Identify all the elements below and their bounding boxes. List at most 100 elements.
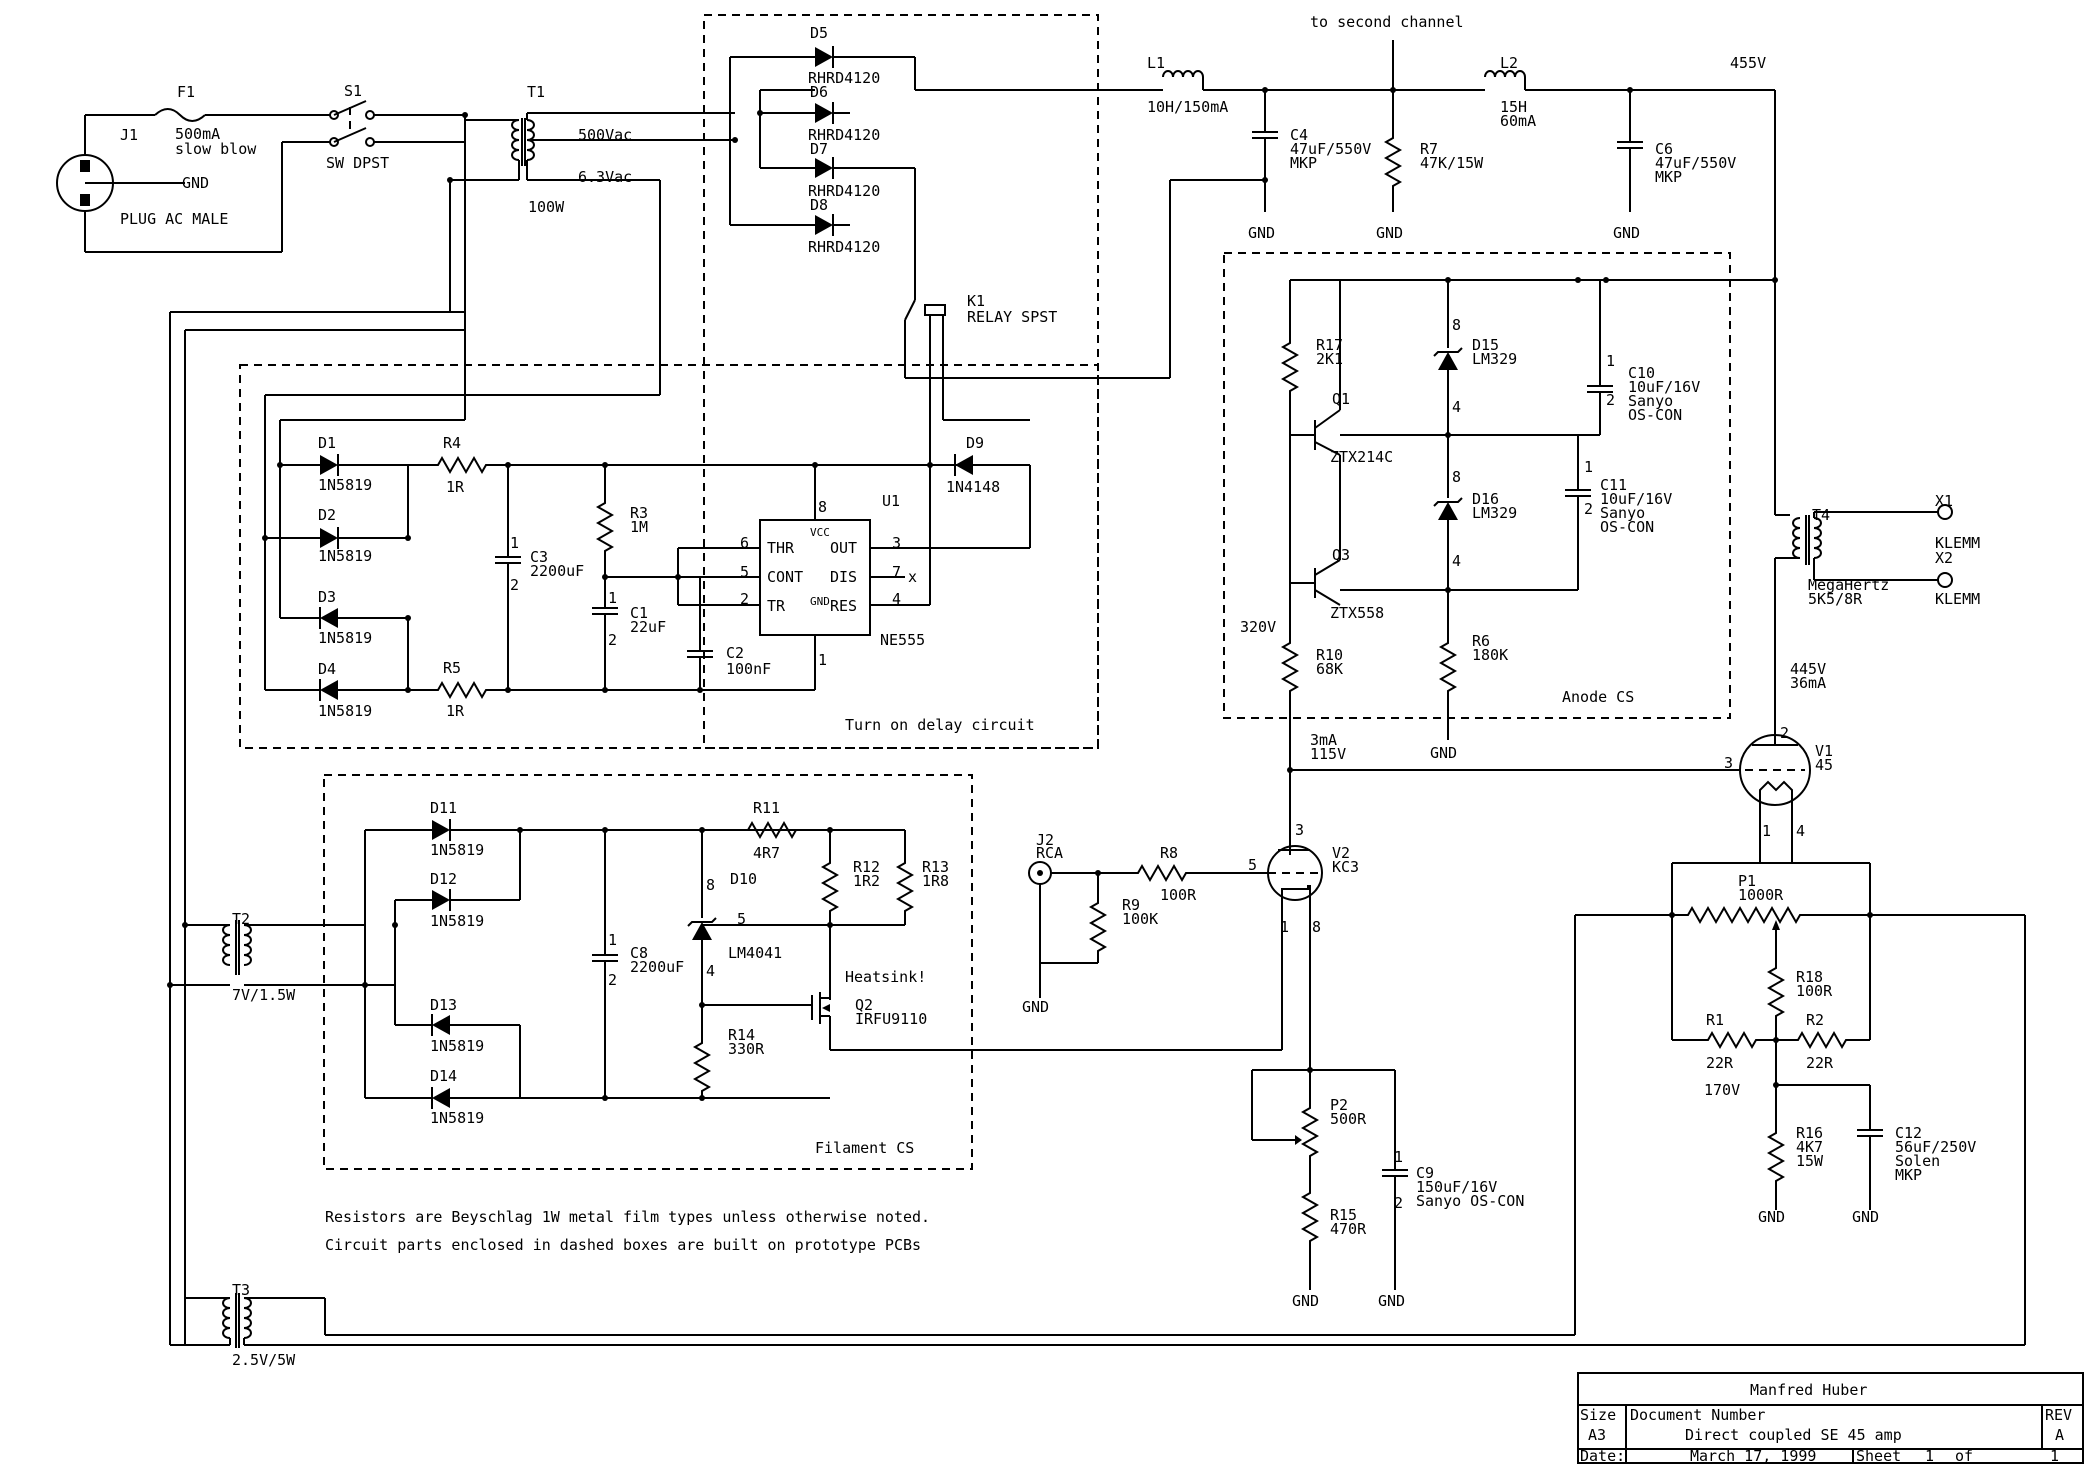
- j1-gnd-label: GND: [182, 174, 209, 192]
- p2-label: P2: [1330, 1096, 1348, 1114]
- c3-minus: 2: [510, 576, 519, 594]
- d4-label: D4: [318, 660, 336, 678]
- c8-value: 2200uF: [630, 958, 684, 976]
- v1-pin1: 1: [1762, 822, 1771, 840]
- r6-gnd: GND: [1430, 744, 1457, 762]
- u1-pin-out: OUT: [830, 539, 857, 557]
- c1-value: 22uF: [630, 618, 666, 636]
- r11-label: R11: [753, 799, 780, 817]
- fuse-f1: [154, 108, 330, 122]
- plug-j1: [56, 114, 330, 253]
- c6-gnd: GND: [1613, 224, 1640, 242]
- title-date: March 17, 1999: [1690, 1447, 1816, 1465]
- c9-label: C9: [1416, 1164, 1434, 1182]
- c6-type: MKP: [1655, 168, 1682, 186]
- s1-label: S1: [344, 82, 362, 100]
- c1-label: C1: [630, 604, 648, 622]
- switch-s1: [329, 100, 465, 147]
- r9-label: R9: [1122, 896, 1140, 914]
- c9-value: 150uF/16V: [1416, 1178, 1497, 1196]
- v1-pin4: 4: [1796, 822, 1805, 840]
- d11-part: 1N5819: [430, 841, 484, 859]
- u1-label: U1: [882, 492, 900, 510]
- filament-cs-box: [323, 774, 973, 1170]
- d2-label: D2: [318, 506, 336, 524]
- d1-label: D1: [318, 434, 336, 452]
- transformer-t1: [265, 112, 735, 420]
- r14-label: R14: [728, 1026, 755, 1044]
- u1-pin-tr: TR: [767, 597, 786, 615]
- v2-pin1: 1: [1280, 918, 1289, 936]
- d13-label: D13: [430, 996, 457, 1014]
- filament-box-label: Filament CS: [815, 1139, 914, 1157]
- r6-label: R6: [1472, 632, 1490, 650]
- c11-minus: 2: [1584, 500, 1593, 518]
- i3ma-label: 3mA: [1310, 731, 1337, 749]
- r4-label: R4: [443, 434, 461, 452]
- c12-gnd: GND: [1852, 1208, 1879, 1226]
- rectifier-bridge: [729, 45, 1098, 300]
- u1-pin5-num: 5: [740, 563, 749, 581]
- c10-value: 10uF/16V: [1628, 378, 1700, 396]
- t1-label: T1: [527, 83, 545, 101]
- b-plus-label: 455V: [1730, 54, 1766, 72]
- r14-value: 330R: [728, 1040, 765, 1058]
- delay-box-label: Turn on delay circuit: [845, 716, 1035, 734]
- q2-part: IRFU9110: [855, 1010, 927, 1028]
- r12-label: R12: [853, 858, 880, 876]
- d10-pin8: 8: [706, 876, 715, 894]
- c9-brand: Sanyo OS-CON: [1416, 1192, 1524, 1210]
- rca-input-j2: [1028, 861, 1268, 998]
- q3-part: ZTX558: [1330, 604, 1384, 622]
- c6-value: 47uF/550V: [1655, 154, 1736, 172]
- u1-pin3-num: 3: [892, 534, 901, 552]
- l2-value: 15H: [1500, 98, 1527, 116]
- r11-value: 4R7: [753, 844, 780, 862]
- d8-part: RHRD4120: [808, 238, 880, 256]
- d7-part: RHRD4120: [808, 182, 880, 200]
- r16-value: 4K7: [1796, 1138, 1823, 1156]
- v2-pin8: 8: [1312, 918, 1321, 936]
- p1-label: P1: [1738, 872, 1756, 890]
- u1-pin7-nc: x: [908, 568, 917, 586]
- t2-value: 7V/1.5W: [232, 986, 296, 1004]
- v445-label: 445V: [1790, 660, 1826, 678]
- c3-label: C3: [530, 548, 548, 566]
- c10-brand1: Sanyo: [1628, 392, 1673, 410]
- d7-label: D7: [810, 140, 828, 158]
- c4-gnd: GND: [1248, 224, 1275, 242]
- output-transformer-t4: [1774, 504, 1953, 725]
- c1-minus: 2: [608, 631, 617, 649]
- x1-desc: KLEMM: [1935, 534, 1980, 552]
- d11-label: D11: [430, 799, 457, 817]
- u1-pin4-num: 4: [892, 590, 901, 608]
- filament-cs-wiring: [364, 818, 913, 1110]
- r6-value: 180K: [1472, 646, 1508, 664]
- v1-pin3: 3: [1724, 754, 1733, 772]
- t3-value: 2.5V/5W: [232, 1351, 296, 1369]
- u1-pin-vcc: VCC: [810, 526, 830, 539]
- k1-label: K1: [967, 292, 985, 310]
- t2-label: T2: [232, 910, 250, 928]
- d14-part: 1N5819: [430, 1109, 484, 1127]
- u1-pin-thr: THR: [767, 539, 795, 557]
- c12-brand2: MKP: [1895, 1166, 1922, 1184]
- r7-value: 47K/15W: [1420, 154, 1484, 172]
- d16-pin8: 8: [1452, 468, 1461, 486]
- j1-desc: PLUG AC MALE: [120, 210, 228, 228]
- d3-part: 1N5819: [318, 629, 372, 647]
- anode-cs-box-label: Anode CS: [1562, 688, 1634, 706]
- u1-pin7-num: 7: [892, 563, 901, 581]
- delay-wiring: [264, 395, 1031, 702]
- r1-value: 22R: [1706, 1054, 1734, 1072]
- l2-label: L2: [1500, 54, 1518, 72]
- d5-part: RHRD4120: [808, 69, 880, 87]
- l1-label: L1: [1147, 54, 1165, 72]
- title-rev: A: [2055, 1426, 2064, 1444]
- c12-value: 56uF/250V: [1895, 1138, 1976, 1156]
- c10-plus: 1: [1606, 352, 1615, 370]
- r10-value: 68K: [1316, 660, 1343, 678]
- r18-value: 100R: [1796, 982, 1833, 1000]
- d12-part: 1N5819: [430, 912, 484, 930]
- f1-label: F1: [177, 83, 195, 101]
